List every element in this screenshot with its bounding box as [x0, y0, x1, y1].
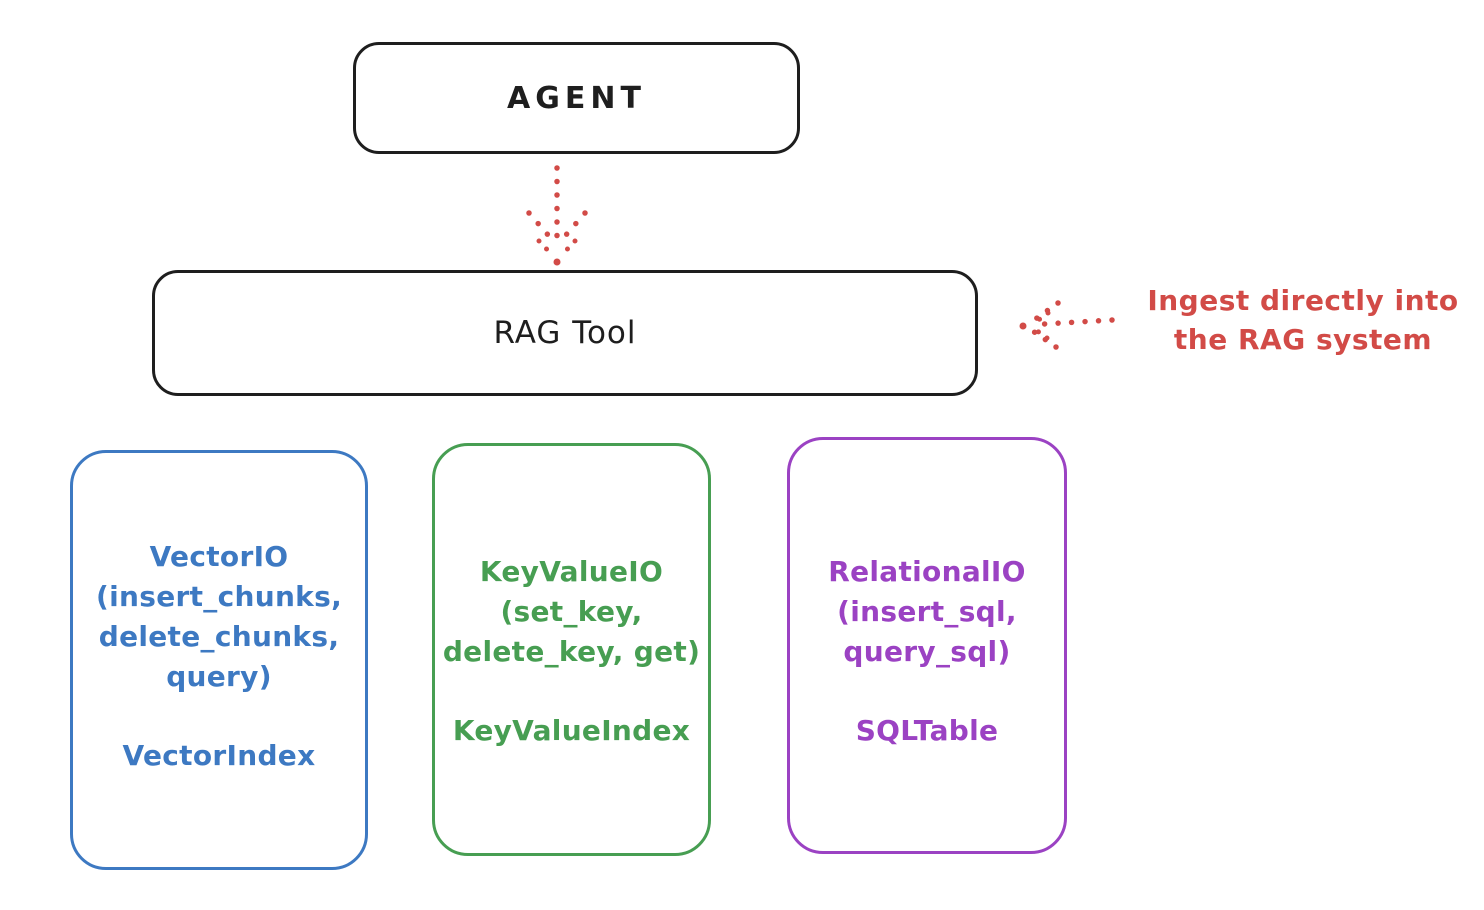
- keyvalue-index-label: KeyValueIndex: [452, 714, 691, 747]
- ingest-annotation-arrow: [1019, 300, 1115, 350]
- ingest-annotation-line1: Ingest directly into: [1147, 284, 1459, 317]
- rag-tool-box: RAG Tool: [152, 270, 978, 396]
- agent-to-ragtool-arrow: [526, 165, 588, 266]
- vector-io-box: VectorIO (insert_chunks, delete_chunks, …: [70, 450, 368, 870]
- keyvalue-io-title: KeyValueIO: [479, 555, 664, 588]
- vector-io-title: VectorIO: [149, 540, 289, 573]
- vector-index-label: VectorIndex: [122, 739, 316, 772]
- sql-table-label: SQLTable: [855, 714, 999, 747]
- relational-io-title: RelationalIO: [828, 555, 1026, 588]
- ingest-annotation-line2: the RAG system: [1173, 323, 1433, 356]
- keyvalue-io-box: KeyValueIO (set_key, delete_key, get) Ke…: [432, 443, 711, 856]
- rag-tool-box-label: RAG Tool: [493, 315, 637, 351]
- vector-io-method-line: query): [166, 660, 272, 693]
- agent-box: AGENT: [353, 42, 800, 154]
- agent-box-label: AGENT: [507, 80, 646, 116]
- keyvalue-io-method-line: (set_key,: [500, 595, 643, 628]
- vector-io-method-line: (insert_chunks,: [96, 580, 342, 613]
- keyvalue-io-method-line: delete_key, get): [442, 635, 701, 668]
- vector-io-method-line: delete_chunks,: [98, 620, 340, 653]
- relational-io-box: RelationalIO (insert_sql, query_sql) SQL…: [787, 437, 1067, 854]
- ingest-annotation: Ingest directly into the RAG system: [1128, 281, 1478, 359]
- relational-io-method-line: query_sql): [843, 635, 1011, 668]
- relational-io-method-line: (insert_sql,: [837, 595, 1017, 628]
